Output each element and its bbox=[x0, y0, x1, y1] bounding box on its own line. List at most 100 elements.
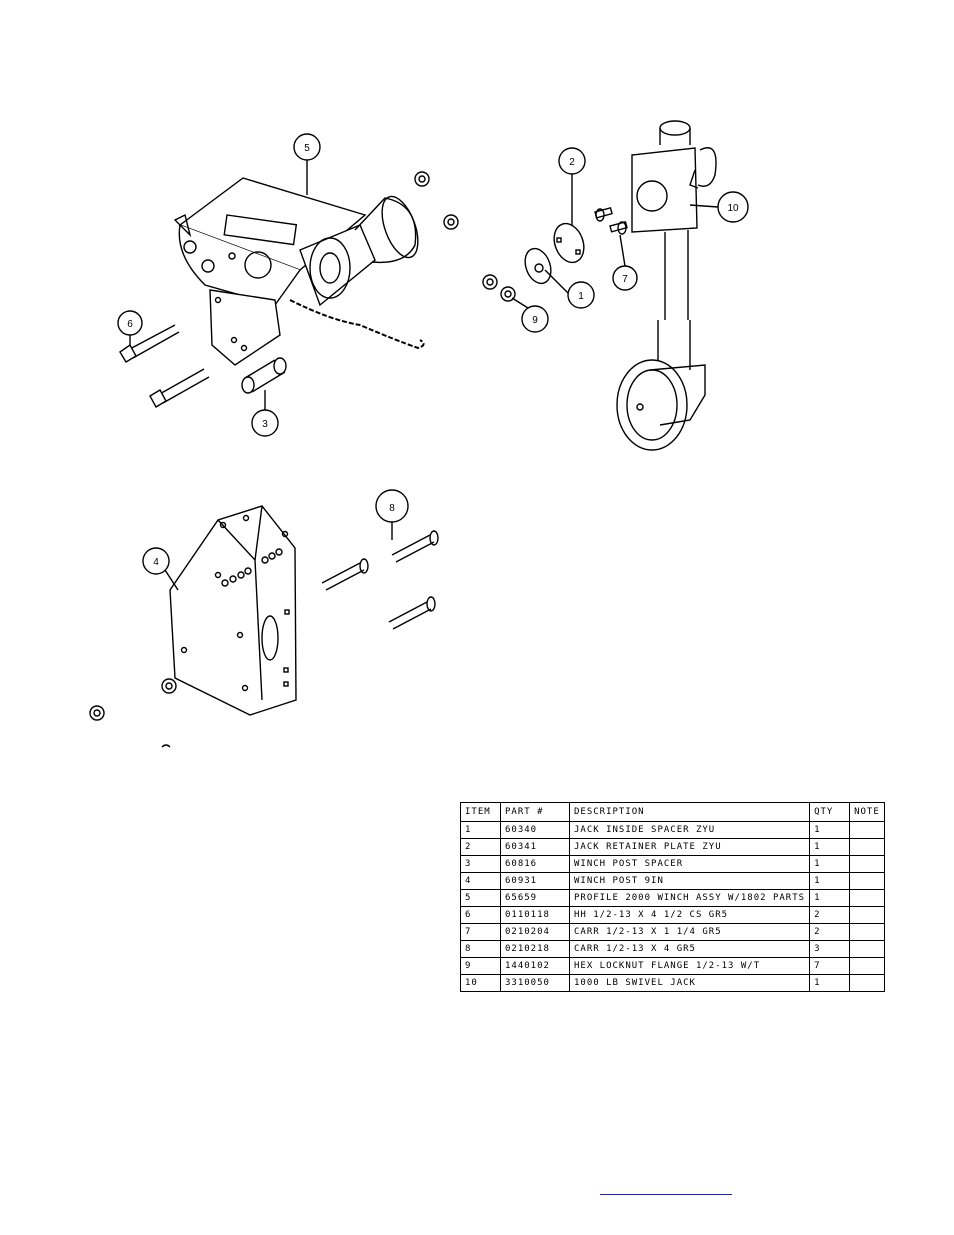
header-part: PART # bbox=[500, 802, 570, 822]
footer-link[interactable] bbox=[600, 1180, 732, 1195]
table-row: 8 0210218 CARR 1/2-13 X 4 GR5 3 bbox=[460, 940, 885, 958]
table-row: 1 60340 JACK INSIDE SPACER ZYU 1 bbox=[460, 821, 885, 839]
cell-part: 60340 bbox=[500, 821, 570, 839]
cell-description: JACK INSIDE SPACER ZYU bbox=[568, 821, 811, 839]
cell-description: HH 1/2-13 X 4 1/2 CS GR5 bbox=[568, 906, 811, 924]
svg-text:4: 4 bbox=[153, 557, 159, 568]
jack-inside-spacer bbox=[524, 247, 552, 285]
header-note: NOTE bbox=[849, 802, 885, 822]
cell-item: 4 bbox=[460, 872, 501, 890]
cell-qty: 2 bbox=[809, 923, 851, 941]
table-row: 3 60816 WINCH POST SPACER 1 bbox=[460, 855, 885, 873]
callout-2: 2 bbox=[558, 147, 586, 225]
cell-description: WINCH POST 9IN bbox=[568, 872, 811, 890]
svg-text:5: 5 bbox=[304, 143, 310, 154]
cell-qty: 2 bbox=[809, 906, 851, 924]
cell-note bbox=[849, 906, 885, 924]
callout-3: 3 bbox=[251, 390, 279, 437]
svg-text:8: 8 bbox=[389, 503, 395, 514]
callout-8: 8 bbox=[375, 489, 409, 540]
callout-10: 10 bbox=[689, 191, 749, 223]
hex-bolt-6-upper bbox=[119, 324, 180, 363]
cell-note bbox=[849, 940, 885, 958]
cell-part: 0210204 bbox=[500, 923, 570, 941]
cell-qty: 3 bbox=[809, 940, 851, 958]
table-row: 9 1440102 HEX LOCKNUT FLANGE 1/2-13 W/T … bbox=[460, 957, 885, 975]
cell-item: 1 bbox=[460, 821, 501, 839]
winch-post-spacer bbox=[241, 357, 287, 394]
cell-note bbox=[849, 889, 885, 907]
cell-part: 1440102 bbox=[500, 957, 570, 975]
table-header-row: ITEM PART # DESCRIPTION QTY NOTE bbox=[460, 802, 885, 822]
cell-description: 1000 LB SWIVEL JACK bbox=[568, 974, 811, 992]
cell-qty: 1 bbox=[809, 889, 851, 907]
exploded-parts-drawing: 5 6 3 bbox=[89, 120, 749, 748]
callout-7: 7 bbox=[612, 234, 638, 291]
callout-1: 1 bbox=[544, 269, 595, 309]
cell-qty: 1 bbox=[809, 855, 851, 873]
svg-text:10: 10 bbox=[727, 203, 739, 214]
cell-description: CARR 1/2-13 X 1 1/4 GR5 bbox=[568, 923, 811, 941]
callout-4: 4 bbox=[142, 547, 179, 591]
table-row: 10 3310050 1000 LB SWIVEL JACK 1 bbox=[460, 974, 885, 992]
cell-note bbox=[849, 957, 885, 975]
cell-item: 5 bbox=[460, 889, 501, 907]
cell-part: 60341 bbox=[500, 838, 570, 856]
table-row: 4 60931 WINCH POST 9IN 1 bbox=[460, 872, 885, 890]
cell-note bbox=[849, 821, 885, 839]
cell-qty: 1 bbox=[809, 872, 851, 890]
callout-6: 6 bbox=[117, 310, 143, 345]
cell-description: WINCH POST SPACER bbox=[568, 855, 811, 873]
swivel-jack bbox=[616, 120, 717, 451]
svg-text:2: 2 bbox=[569, 157, 575, 168]
stray-mark bbox=[161, 744, 171, 748]
cell-part: 0110118 bbox=[500, 906, 570, 924]
cell-description: HEX LOCKNUT FLANGE 1/2-13 W/T bbox=[568, 957, 811, 975]
cell-part: 0210218 bbox=[500, 940, 570, 958]
winch-assembly bbox=[173, 177, 425, 366]
cell-qty: 1 bbox=[809, 821, 851, 839]
cell-description: PROFILE 2000 WINCH ASSY W/1802 PARTS bbox=[568, 889, 811, 907]
cell-part: 60931 bbox=[500, 872, 570, 890]
cell-part: 65659 bbox=[500, 889, 570, 907]
cell-note bbox=[849, 872, 885, 890]
table-row: 6 0110118 HH 1/2-13 X 4 1/2 CS GR5 2 bbox=[460, 906, 885, 924]
cell-description: JACK RETAINER PLATE ZYU bbox=[568, 838, 811, 856]
svg-text:1: 1 bbox=[578, 291, 584, 302]
callout-5: 5 bbox=[293, 133, 321, 195]
cell-item: 9 bbox=[460, 957, 501, 975]
svg-text:9: 9 bbox=[532, 315, 538, 326]
cell-item: 10 bbox=[460, 974, 501, 992]
hex-bolt-6-lower bbox=[149, 368, 210, 408]
cell-part: 3310050 bbox=[500, 974, 570, 992]
jack-retainer-plate bbox=[553, 222, 585, 264]
winch-nuts bbox=[414, 171, 459, 230]
winch-post bbox=[169, 505, 297, 716]
locknuts-9 bbox=[482, 274, 516, 302]
bill-of-materials-table: ITEM PART # DESCRIPTION QTY NOTE 1 60340… bbox=[460, 802, 885, 992]
post-locknuts bbox=[89, 678, 177, 721]
cell-item: 3 bbox=[460, 855, 501, 873]
cell-item: 2 bbox=[460, 838, 501, 856]
cell-item: 8 bbox=[460, 940, 501, 958]
cell-part: 60816 bbox=[500, 855, 570, 873]
carriage-bolts-7 bbox=[594, 207, 628, 235]
table-row: 7 0210204 CARR 1/2-13 X 1 1/4 GR5 2 bbox=[460, 923, 885, 941]
carriage-bolts-8 bbox=[321, 530, 439, 630]
table-row: 2 60341 JACK RETAINER PLATE ZYU 1 bbox=[460, 838, 885, 856]
svg-text:7: 7 bbox=[622, 274, 628, 285]
cell-item: 6 bbox=[460, 906, 501, 924]
svg-text:6: 6 bbox=[127, 319, 133, 330]
header-item: ITEM bbox=[460, 802, 501, 822]
header-description: DESCRIPTION bbox=[568, 802, 811, 822]
table-row: 5 65659 PROFILE 2000 WINCH ASSY W/1802 P… bbox=[460, 889, 885, 907]
cell-note bbox=[849, 923, 885, 941]
header-qty: QTY bbox=[809, 802, 851, 822]
cell-item: 7 bbox=[460, 923, 501, 941]
cell-qty: 1 bbox=[809, 974, 851, 992]
svg-text:3: 3 bbox=[262, 419, 268, 430]
cell-description: CARR 1/2-13 X 4 GR5 bbox=[568, 940, 811, 958]
callout-9: 9 bbox=[511, 297, 549, 333]
cell-qty: 7 bbox=[809, 957, 851, 975]
cell-note bbox=[849, 974, 885, 992]
